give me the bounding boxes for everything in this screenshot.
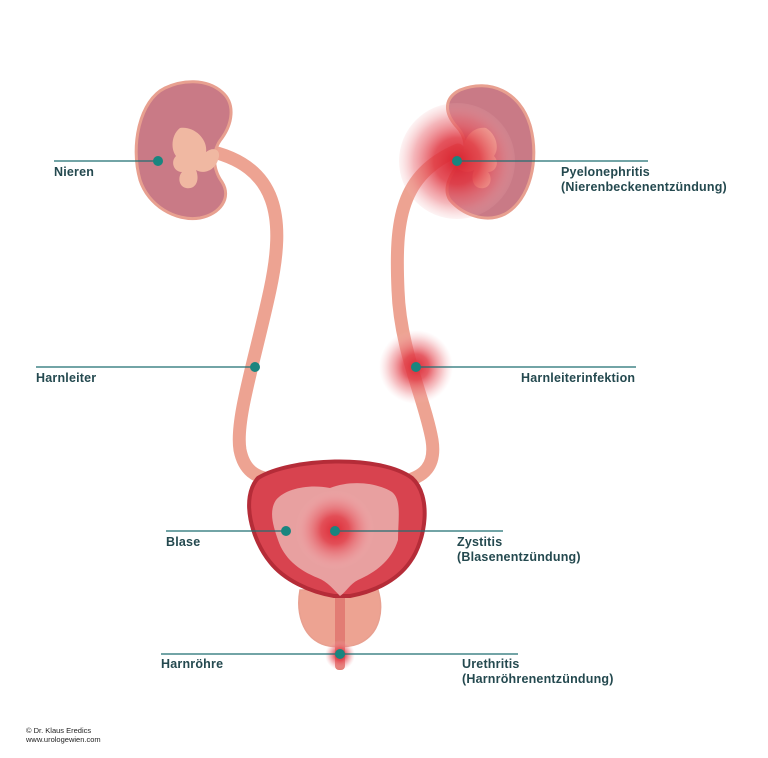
label-pyelonephritis-sub: (Nierenbeckenentzündung) [561, 180, 727, 194]
label-harnleiterinfektion: Harnleiterinfektion [521, 371, 636, 385]
credit-author: © Dr. Klaus Eredics [26, 726, 92, 735]
label-urethritis-sub: (Harnröhrenentzündung) [462, 672, 614, 686]
label-urethritis: Urethritis [462, 657, 520, 671]
zystitis-marker [330, 526, 340, 536]
harnroehre-marker [335, 649, 345, 659]
blase-marker [281, 526, 291, 536]
nieren-marker [153, 156, 163, 166]
label-pyelonephritis: Pyelonephritis [561, 165, 650, 179]
harnleiter-marker [250, 362, 260, 372]
label-zystitis: Zystitis [457, 535, 503, 549]
label-harnleiter: Harnleiter [36, 371, 97, 385]
left-ureter [198, 143, 284, 487]
harnleiterinfektion-marker [411, 362, 421, 372]
label-harnroehre: Harnröhre [161, 657, 224, 671]
left-kidney [134, 80, 233, 221]
label-blase: Blase [166, 535, 201, 549]
credit-website: www.urologewien.com [26, 735, 101, 744]
pyelonephritis-marker [452, 156, 462, 166]
label-zystitis-sub: (Blasenentzündung) [457, 550, 581, 564]
label-nieren: Nieren [54, 165, 95, 179]
